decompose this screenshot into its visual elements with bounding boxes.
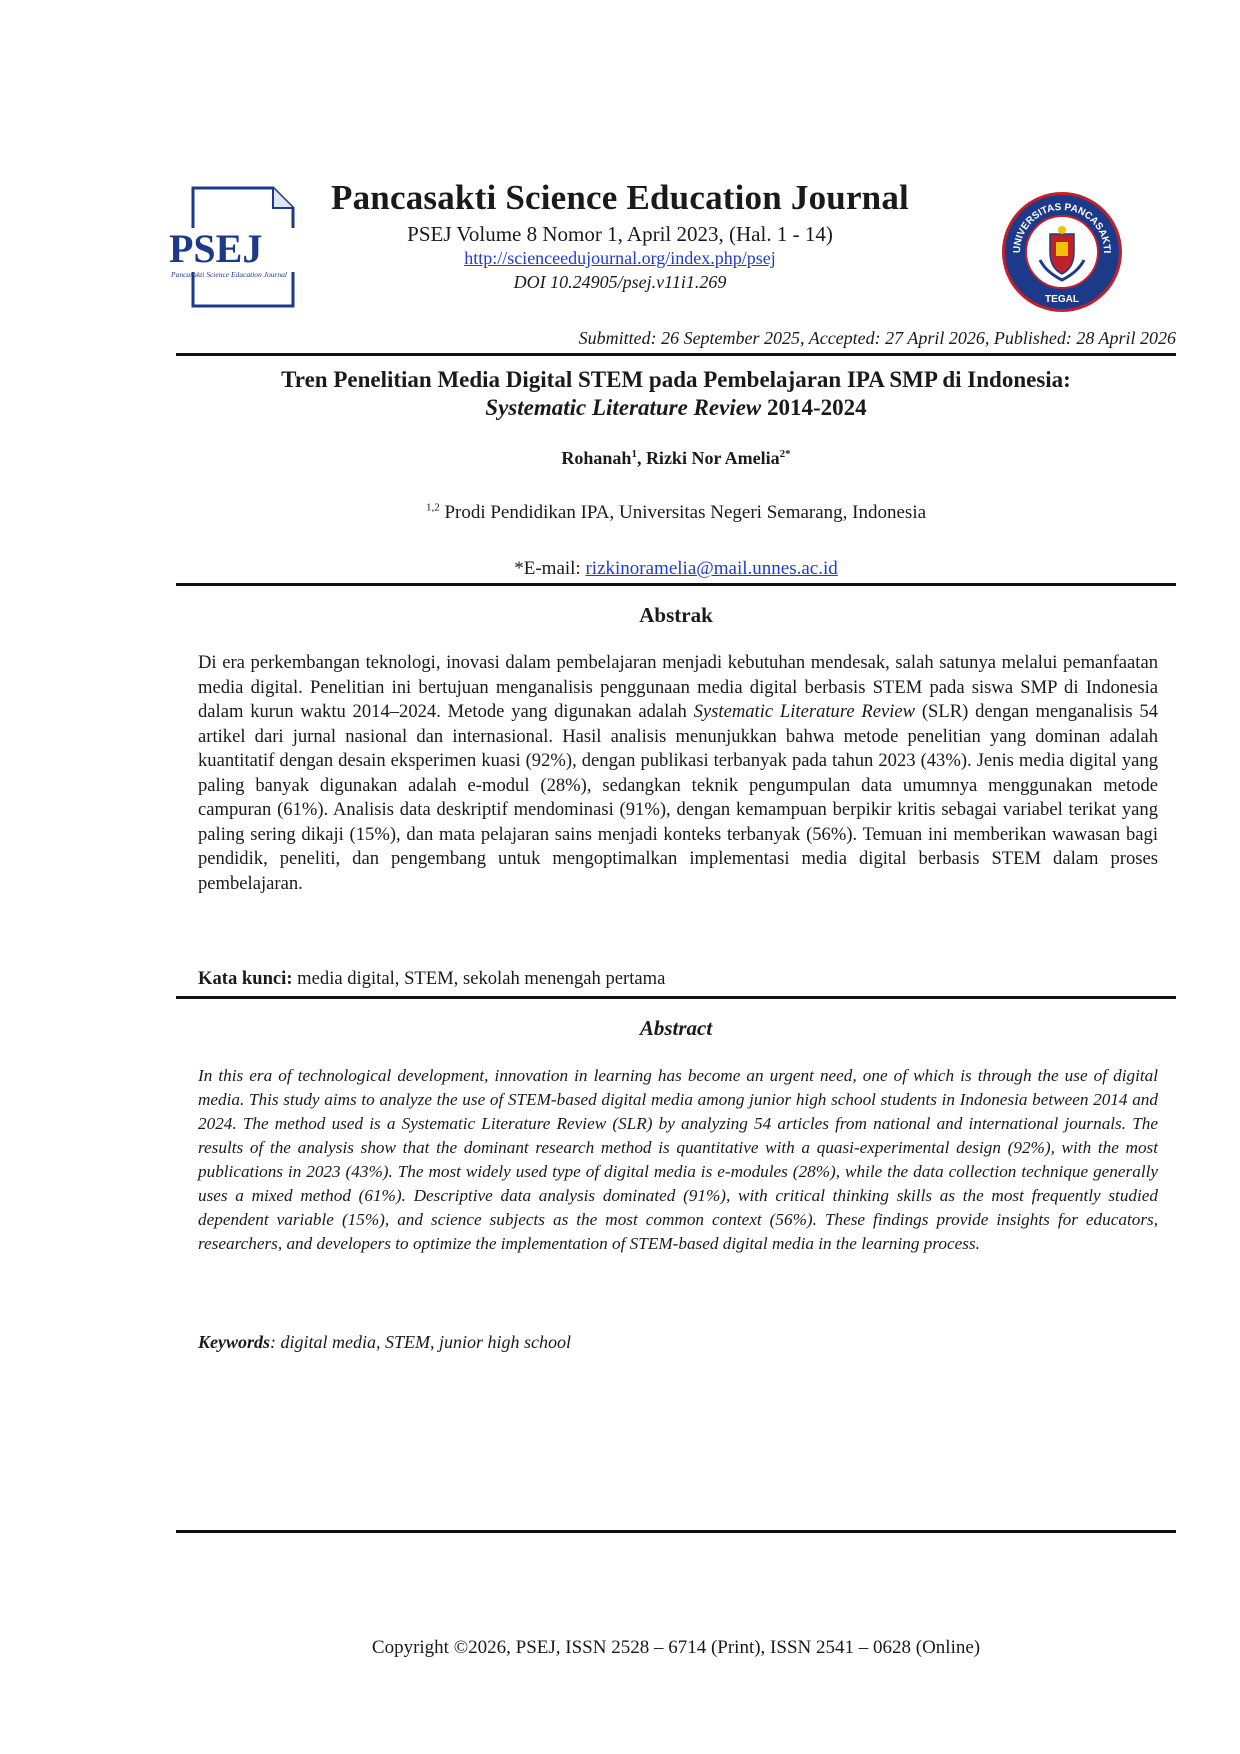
- journal-url-link[interactable]: http://scienceedujournal.org/index.php/p…: [464, 248, 776, 268]
- abstrak-heading: Abstrak: [639, 603, 713, 627]
- footer-divider: [176, 1530, 1176, 1533]
- header-divider: [176, 353, 1176, 356]
- keywords: Keywords: digital media, STEM, junior hi…: [198, 1332, 571, 1352]
- psej-logo: PSEJ Pancasakti Science Education Journa…: [165, 182, 315, 312]
- authors: Rohanah1, Rizki Nor Amelia2*: [561, 448, 791, 468]
- abstract-top-divider: [176, 996, 1176, 999]
- paper-title-line2: Systematic Literature Review 2014-2024: [485, 395, 867, 420]
- abstrak-body: Di era perkembangan teknologi, inovasi d…: [198, 652, 1158, 894]
- journal-doi: DOI 10.24905/psej.v11i1.269: [513, 272, 727, 292]
- copyright-footer: Copyright ©2026, PSEJ, ISSN 2528 – 6714 …: [371, 1637, 981, 1658]
- affiliation: 1,2 Prodi Pendidikan IPA, Universitas Ne…: [425, 501, 927, 523]
- submission-dates: Submitted: 26 September 2025, Accepted: …: [578, 328, 1176, 348]
- abstrak-top-divider: [176, 583, 1176, 586]
- paper-title: Tren Penelitian Media Digital STEM pada …: [176, 366, 1176, 422]
- kata-kunci: Kata kunci: media digital, STEM, sekolah…: [198, 968, 666, 989]
- journal-volume: PSEJ Volume 8 Nomor 1, April 2023, (Hal.…: [407, 222, 833, 246]
- abstract-heading: Abstract: [639, 1016, 713, 1040]
- svg-text:PSEJ: PSEJ: [169, 226, 262, 271]
- svg-text:TEGAL: TEGAL: [1045, 294, 1079, 305]
- email-link[interactable]: rizkinoramelia@mail.unnes.ac.id: [585, 558, 838, 579]
- university-seal-logo: UNIVERSITAS PANCASAKTI TEGAL: [1000, 190, 1124, 314]
- svg-text:Pancasakti Science Education J: Pancasakti Science Education Journal: [170, 270, 287, 279]
- email-line: *E-mail: rizkinoramelia@mail.unnes.ac.id: [514, 558, 838, 579]
- paper-title-line1: Tren Penelitian Media Digital STEM pada …: [281, 367, 1071, 392]
- abstract-body: In this era of technological development…: [198, 1066, 1158, 1253]
- journal-title: Pancasakti Science Education Journal: [331, 178, 909, 217]
